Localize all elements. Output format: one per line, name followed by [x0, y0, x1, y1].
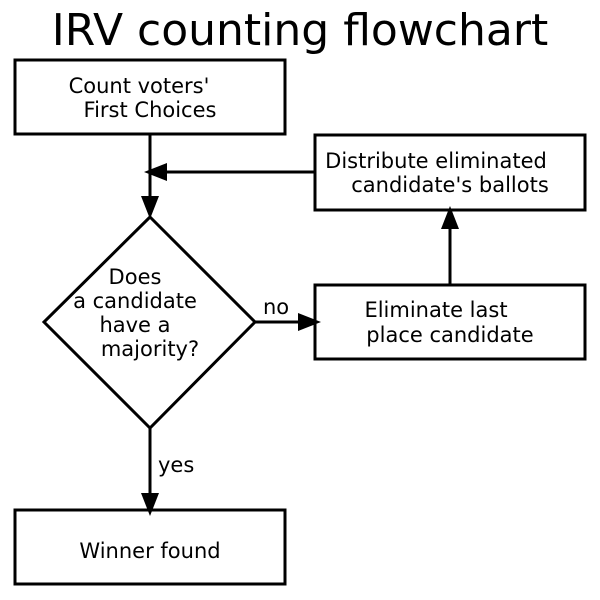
arrowhead-down-decision	[141, 196, 159, 219]
node-eliminate-box	[313, 283, 587, 361]
flowchart-title: IRV counting flowchart	[52, 5, 548, 56]
decision-line-4: majority?	[101, 337, 199, 361]
edge-no-label: no	[263, 295, 289, 319]
edge-no: no	[255, 295, 321, 331]
edge-yes: yes	[141, 428, 194, 516]
node-distribute-line-2: candidate's ballots	[351, 173, 549, 197]
decision-line-3: have a	[99, 313, 170, 337]
edge-distribute-to-loop	[144, 163, 315, 181]
arrowhead-left-join	[144, 163, 167, 181]
edge-count-to-decision	[141, 134, 159, 219]
arrowhead-down-winner	[141, 493, 159, 516]
node-count-box	[13, 58, 287, 136]
node-count-first-choices: Count voters' First Choices	[13, 58, 287, 136]
arrowhead-up-distribute	[441, 206, 459, 229]
arrowhead-right-eliminate	[298, 313, 321, 331]
node-distribute-ballots: Distribute eliminated candidate's ballot…	[313, 133, 587, 212]
node-winner-found: Winner found	[13, 508, 287, 586]
node-winner-box	[13, 508, 287, 586]
edge-yes-label: yes	[158, 453, 194, 477]
node-winner-line-1: Winner found	[79, 539, 220, 563]
node-count-line-2: First Choices	[84, 98, 217, 122]
edge-eliminate-to-distribute	[441, 206, 459, 285]
node-eliminate-line-2: place candidate	[366, 323, 533, 347]
node-eliminate-line-1: Eliminate last	[364, 298, 507, 322]
node-distribute-line-1: Distribute eliminated	[325, 149, 547, 173]
node-count-line-1: Count voters'	[69, 74, 210, 98]
decision-line-2: a candidate	[73, 289, 197, 313]
node-eliminate-last-place: Eliminate last place candidate	[313, 283, 587, 361]
node-distribute-box	[313, 133, 587, 212]
node-majority-decision: Does a candidate have a majority?	[41, 214, 258, 431]
decision-line-1: Does	[109, 265, 162, 289]
